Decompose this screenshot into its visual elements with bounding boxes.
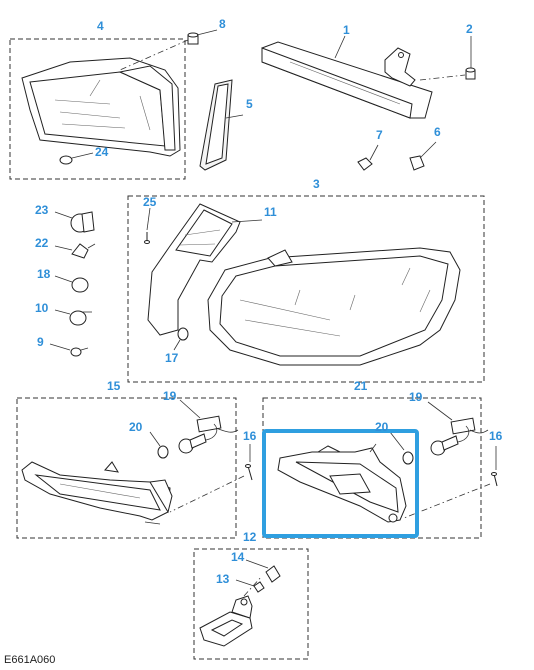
callout-15: 15 <box>107 379 121 393</box>
part-8-nut <box>119 29 218 71</box>
callout-10: 10 <box>35 301 49 315</box>
part-12-license-lamp <box>199 575 263 647</box>
part-19-socket-harness-left <box>178 399 239 454</box>
callout-11: 11 <box>264 205 277 219</box>
part-13-bulb-small <box>235 579 265 593</box>
group-box-4 <box>9 38 186 180</box>
callout-19-right: 19 <box>409 390 423 404</box>
group-box-15 <box>16 397 237 539</box>
part-3-tail-lamp <box>207 247 461 366</box>
part-22-bulb-socket <box>54 243 96 259</box>
part-6-clip <box>409 141 437 171</box>
callout-4: 4 <box>97 19 104 33</box>
callout-17: 17 <box>165 351 179 365</box>
part-1-high-mount-stop-lamp <box>261 35 466 119</box>
callout-7: 7 <box>376 128 383 142</box>
callout-18: 18 <box>37 267 51 281</box>
group-box-12 <box>193 548 309 660</box>
callout-13: 13 <box>216 572 230 586</box>
callout-12: 12 <box>243 530 257 544</box>
part-25-screw <box>144 207 151 244</box>
callout-16-right: 16 <box>489 429 503 443</box>
callout-1: 1 <box>343 23 350 37</box>
highlight-frame <box>262 429 419 538</box>
part-24-grommet <box>59 152 94 165</box>
callout-6: 6 <box>434 125 441 139</box>
part-18-cap <box>54 275 89 293</box>
part-10-cap <box>54 309 92 326</box>
part-4-rear-lamp-housing <box>21 57 181 157</box>
callout-20-left: 20 <box>129 420 143 434</box>
part-20-bulb-left <box>149 431 169 459</box>
callout-19-left: 19 <box>163 389 177 403</box>
part-11-bracket <box>147 203 263 336</box>
callout-8: 8 <box>219 17 226 31</box>
part-17-grommet <box>173 327 189 351</box>
callout-24: 24 <box>95 145 109 159</box>
callout-9: 9 <box>37 335 44 349</box>
callout-25: 25 <box>143 195 157 209</box>
part-15-reflector-lamp <box>21 461 173 525</box>
part-14-socket-small <box>245 559 281 583</box>
callout-22: 22 <box>35 236 49 250</box>
callout-20-right: 20 <box>375 420 389 434</box>
group-box-3 <box>127 195 485 383</box>
part-19-socket-harness-right <box>427 401 489 456</box>
part-20-bulb-right <box>389 431 414 465</box>
callout-16-left: 16 <box>243 429 257 443</box>
callout-2: 2 <box>466 22 473 36</box>
callout-23: 23 <box>35 203 49 217</box>
part-5-gasket <box>199 79 244 171</box>
part-16-screw-left <box>169 444 253 513</box>
part-7-clip <box>357 144 379 171</box>
part-2-nut <box>465 36 476 80</box>
part-9-bulb <box>49 343 89 357</box>
reference-code: E661A060 <box>4 654 55 666</box>
callout-21: 21 <box>354 379 368 393</box>
callout-5: 5 <box>246 97 253 111</box>
callout-14: 14 <box>231 550 245 564</box>
part-21-reflector-lamp <box>277 443 407 523</box>
callout-3: 3 <box>313 177 320 191</box>
part-23-socket <box>54 211 95 233</box>
